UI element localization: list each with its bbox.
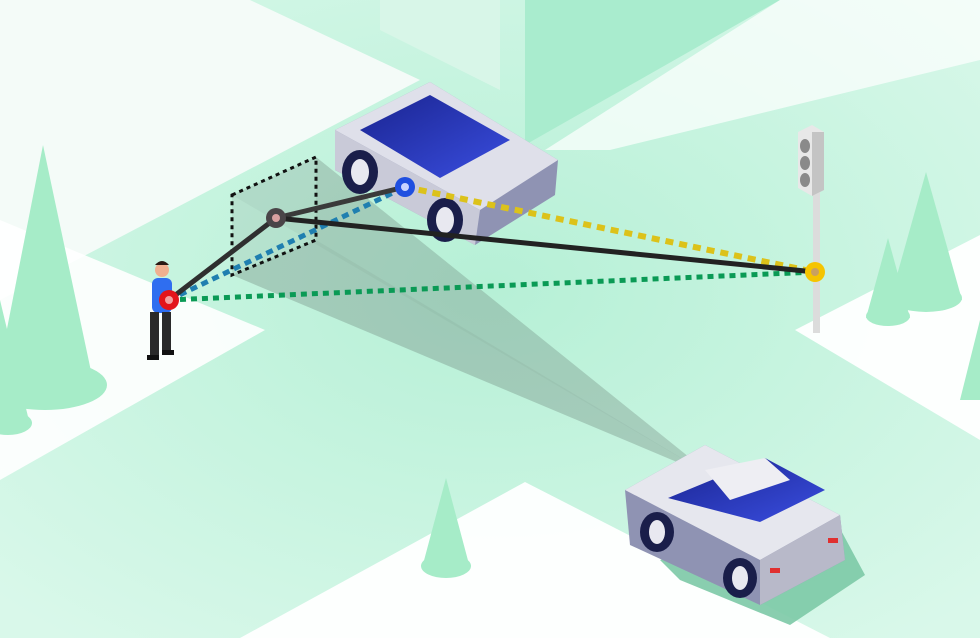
traffic-light-icon bbox=[798, 125, 824, 333]
view-cone bbox=[316, 157, 715, 478]
view-cone bbox=[232, 240, 715, 478]
view-cone bbox=[232, 157, 715, 478]
link-person-camera bbox=[167, 216, 278, 302]
car-icon bbox=[625, 445, 865, 625]
link-camera-car bbox=[275, 184, 406, 221]
tree-icon bbox=[0, 145, 980, 578]
link-person-light bbox=[168, 269, 816, 303]
sidewalk-top-left bbox=[0, 0, 420, 300]
view-cone bbox=[232, 195, 715, 478]
link-camera-light bbox=[275, 215, 816, 275]
building-face bbox=[380, 0, 500, 90]
link-person-car bbox=[167, 184, 407, 303]
sidewalk-bottom bbox=[240, 482, 830, 638]
crosswalk bbox=[545, 0, 980, 150]
building bbox=[525, 0, 780, 145]
